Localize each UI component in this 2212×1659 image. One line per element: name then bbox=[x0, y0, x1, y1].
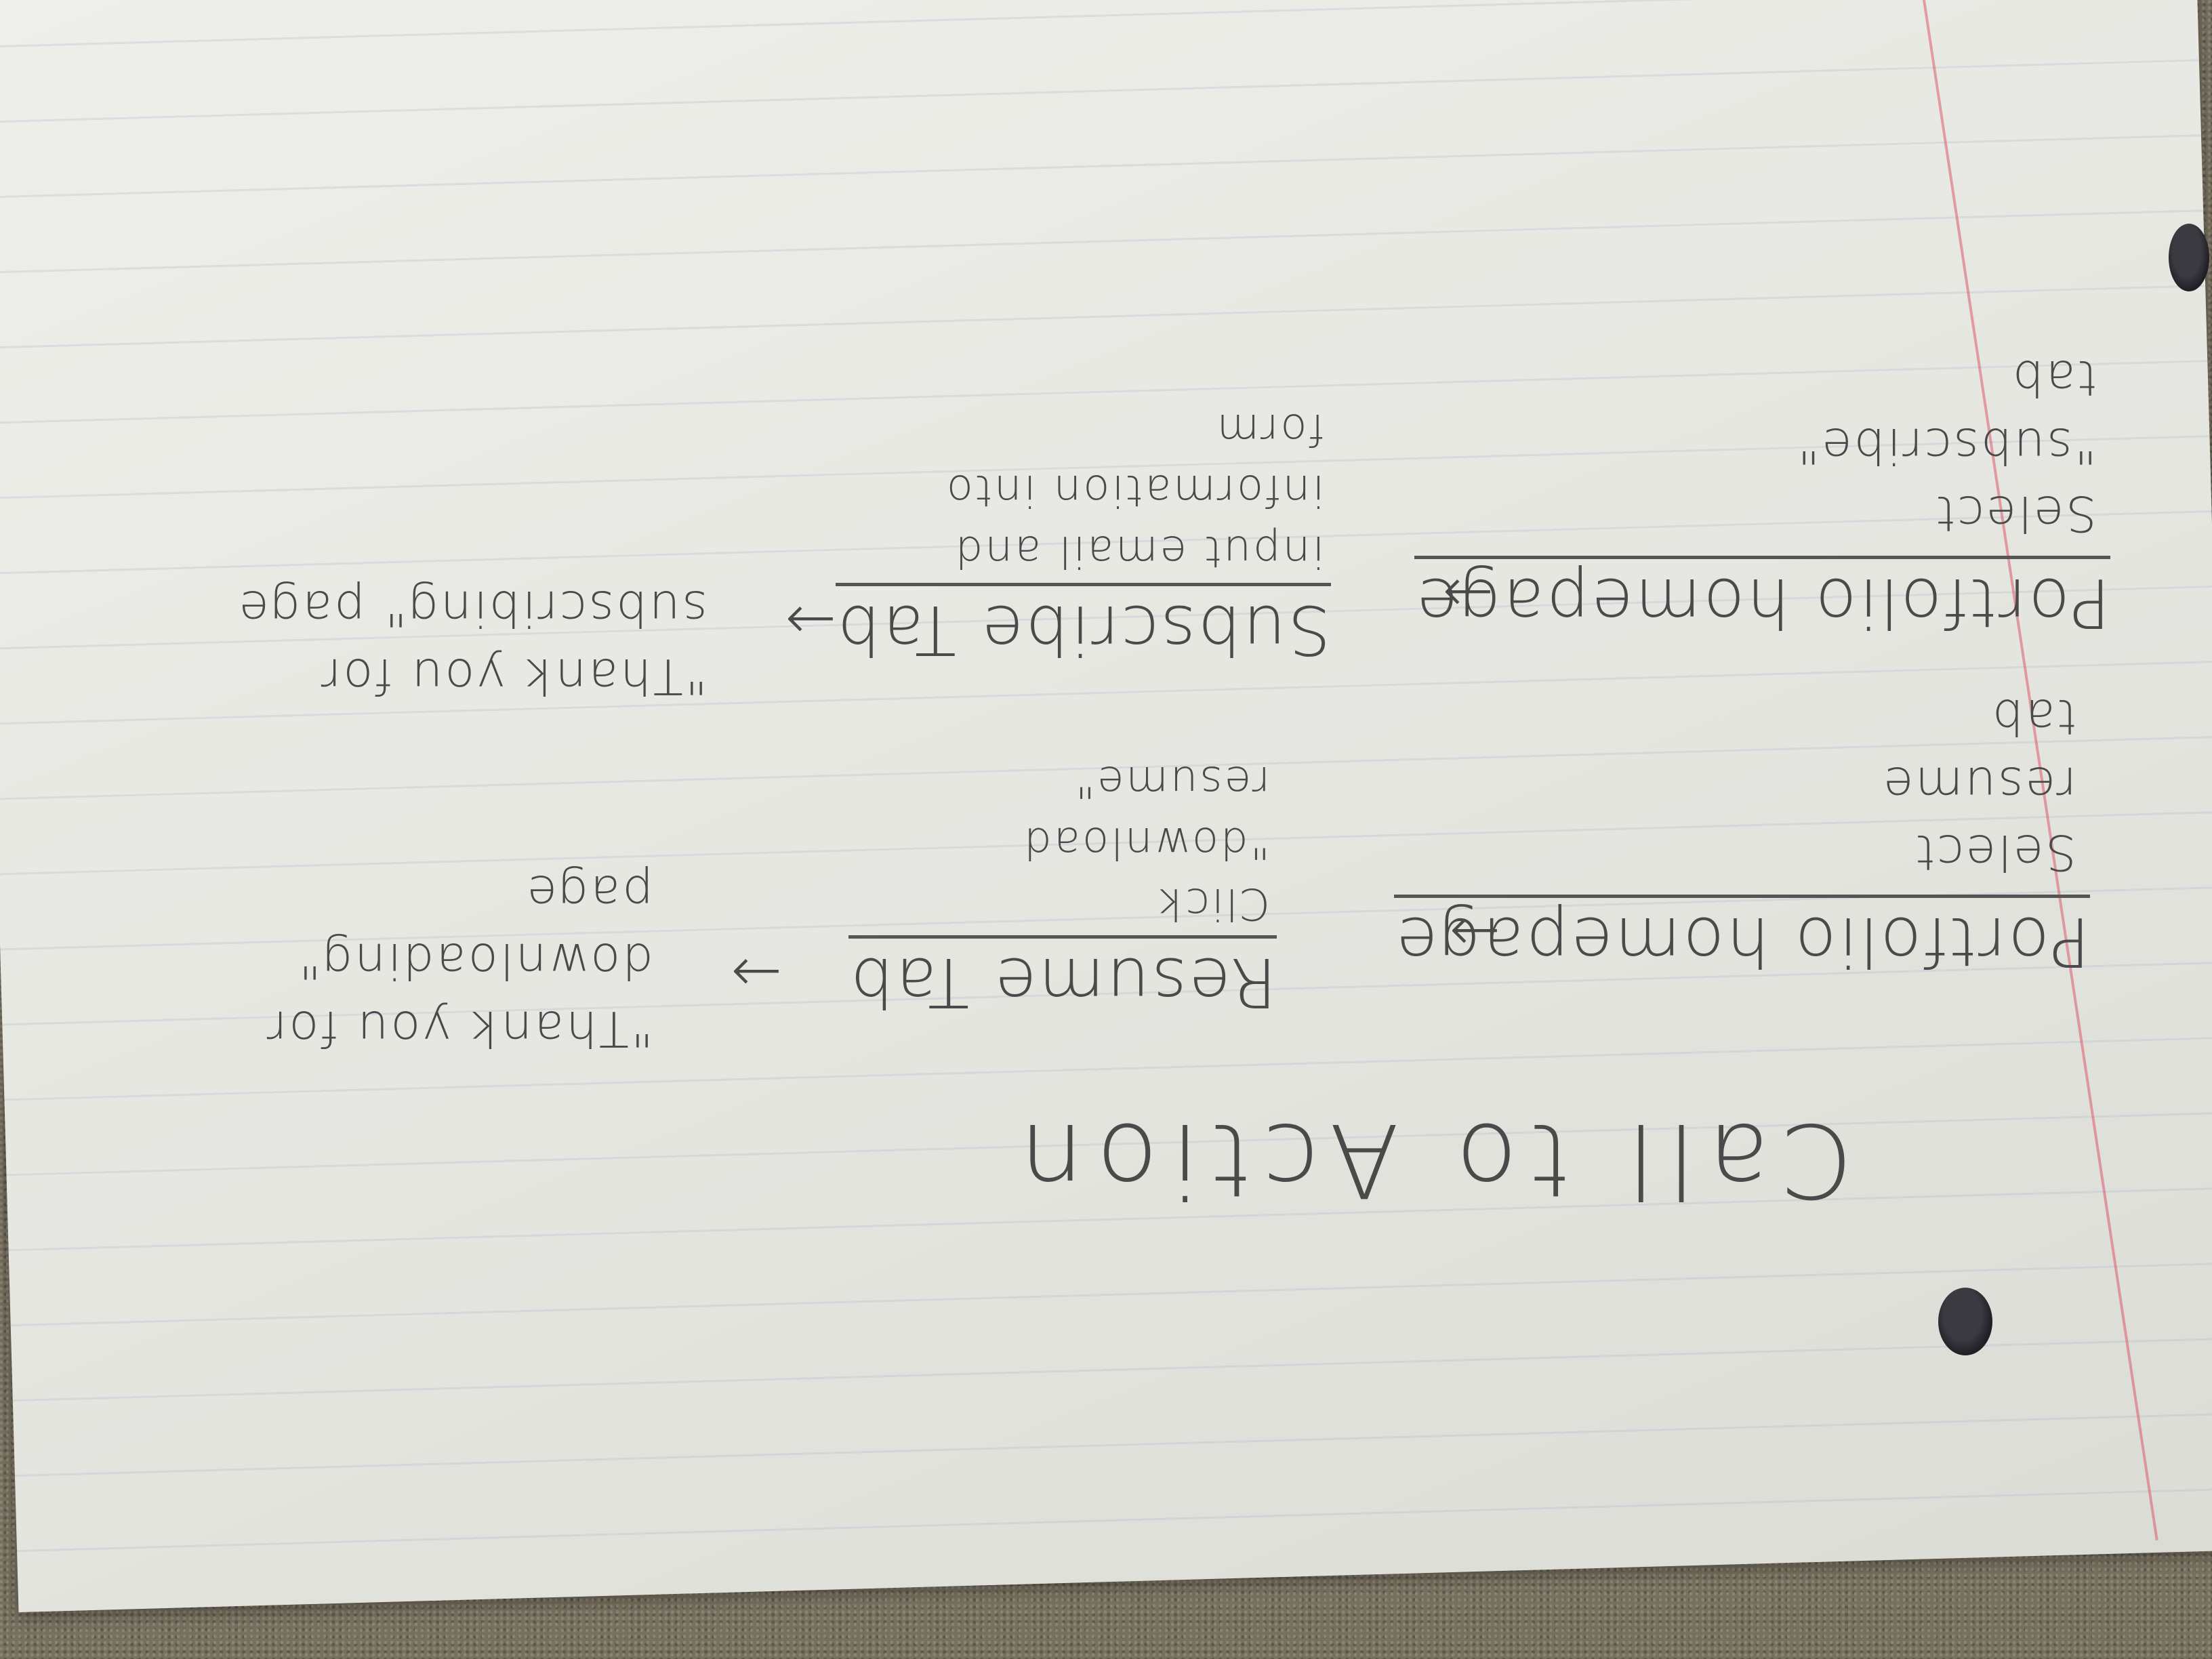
flow2-arrow-1: → bbox=[1440, 558, 1494, 629]
flow2-middle-action: input email and information into form bbox=[944, 404, 1324, 576]
flow2-start: Portfolio homepage bbox=[1414, 556, 2110, 642]
flow1-start-action: Select resume tab bbox=[1881, 689, 2076, 881]
flow1-arrow-1: → bbox=[1447, 897, 1500, 968]
binder-hole bbox=[1938, 1288, 1992, 1355]
flow2-arrow-2: → bbox=[783, 585, 836, 656]
flow2-start-action: Select "subscribe" tab bbox=[1795, 350, 2097, 542]
page-title: Call to Action bbox=[1007, 1101, 1853, 1218]
flow1-end: "Thank you for downloading" page bbox=[264, 865, 653, 1057]
flow1-middle: Resume Tab bbox=[848, 935, 1277, 1022]
flow2-end: "Thank you for subscribing" page bbox=[237, 580, 708, 705]
flow2-middle: Subscribe Tab bbox=[835, 583, 1331, 670]
flow1-arrow-2: → bbox=[729, 937, 782, 1008]
flow1-middle-action: Click "download resume" bbox=[1022, 756, 1270, 928]
binder-hole bbox=[2169, 224, 2209, 291]
